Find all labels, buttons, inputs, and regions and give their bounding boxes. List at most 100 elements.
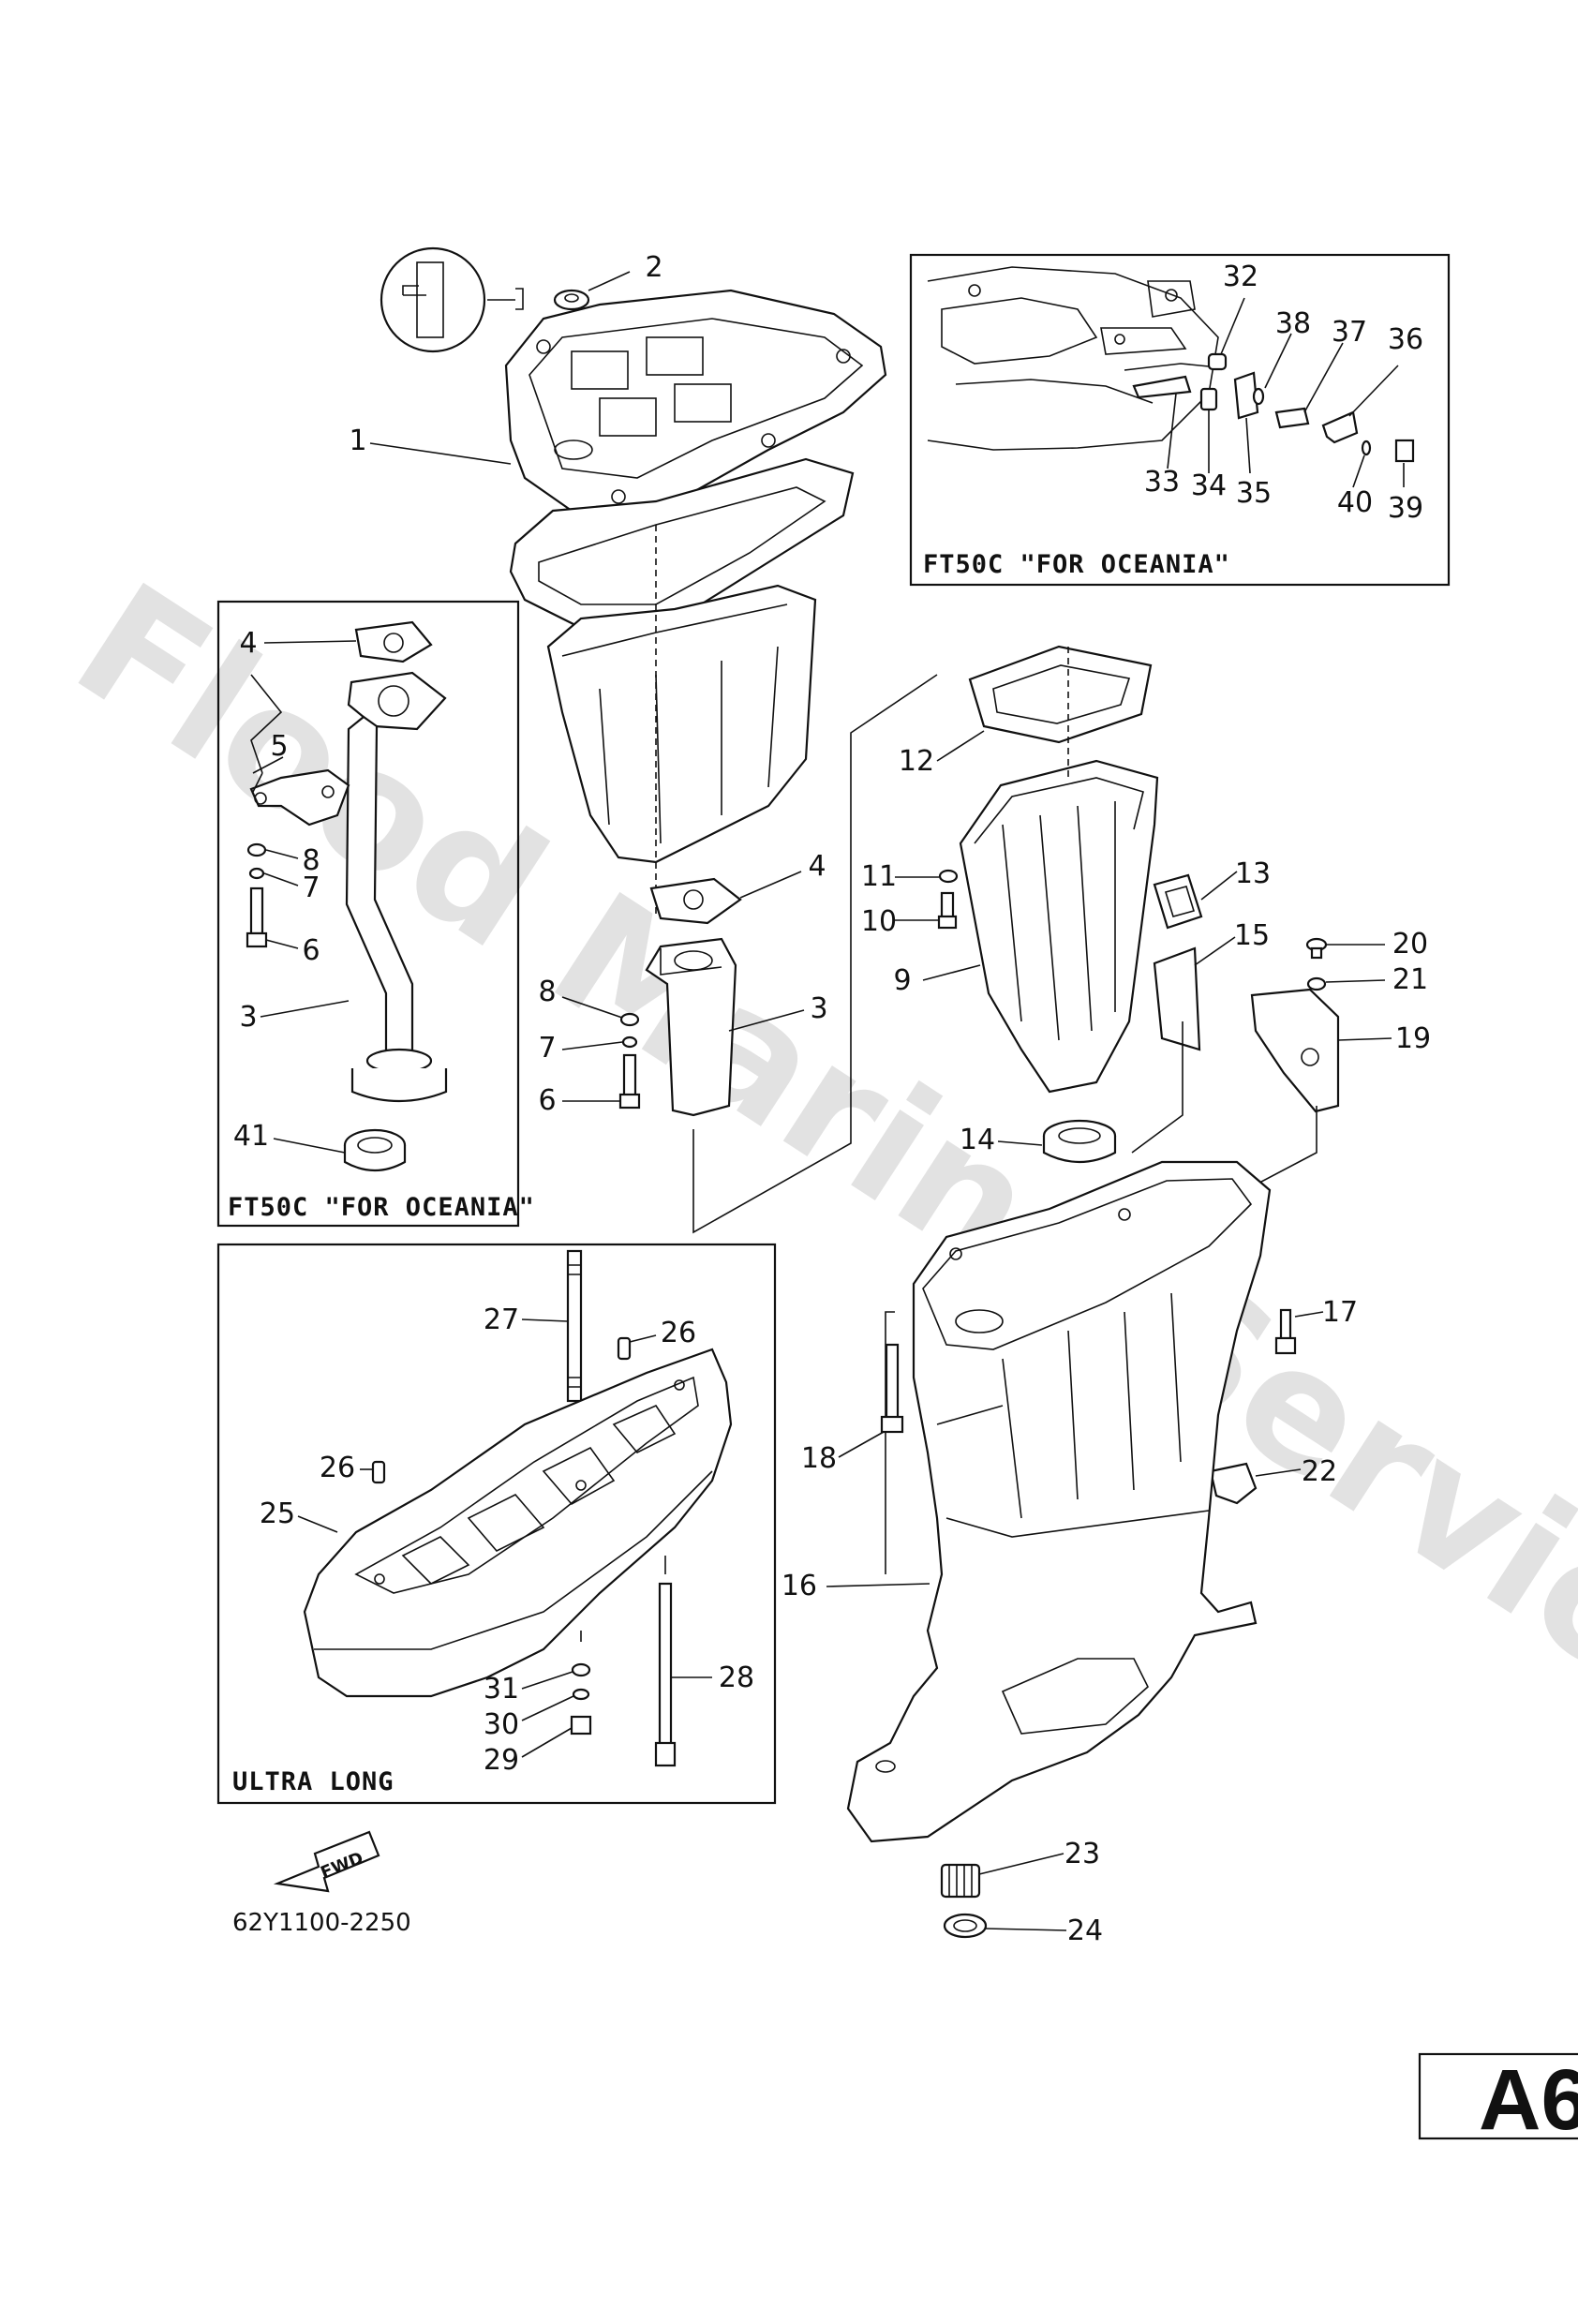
part-4-gasket-icon [354,620,433,663]
part-6-center-icon [622,1053,637,1099]
callout-41: 41 [233,1120,269,1153]
part-1-icon [504,289,887,522]
part-23-icon [940,1863,981,1899]
callout-32: 32 [1223,261,1258,293]
callout-36: 36 [1388,323,1423,356]
inset-box-ultra-long: 27 26 26 25 28 31 30 29 ULTR [216,1243,777,1805]
callout-5: 5 [270,730,288,763]
detail-circle-icon [380,246,486,353]
callout-24: 24 [1067,1914,1103,1947]
callout-20: 20 [1392,928,1428,961]
part-26-left-icon [371,1460,386,1484]
part-17-icon [1279,1308,1292,1342]
page-code: A6 [1479,2052,1578,2148]
inset-title-left: FT50C "FOR OCEANIA" [228,1193,535,1222]
callout-21: 21 [1392,963,1428,996]
exhaust-guide-assembly: 12 9 11 10 13 15 14 [861,645,1271,1164]
part-30-icon [572,1688,590,1701]
inset-box-left: 4 5 8 7 6 3 41 FT50C "FOR OCEANIA" [216,600,535,1228]
center-water-tube: 4 3 8 7 6 [538,674,938,1234]
part-11-icon [938,869,959,884]
callout-26-left: 26 [320,1452,355,1484]
part-6-bolt-icon [249,886,264,935]
part-27-icon [566,1249,583,1403]
callout-13: 13 [1235,857,1271,890]
callout-7-left: 7 [302,872,320,904]
callout-37: 37 [1332,316,1367,349]
part-15-icon [1153,946,1201,1051]
part-31-icon [571,1662,591,1677]
part-21-icon [1306,976,1327,991]
part-18-icon [885,1343,900,1422]
inset-title-ultra-long: ULTRA LONG [232,1767,394,1796]
callout-8-left: 8 [302,844,320,877]
callout-23: 23 [1064,1838,1100,1870]
fwd-arrow-icon: FWD [273,1830,380,1893]
callout-31: 31 [484,1673,519,1706]
part-38-icon [1252,387,1265,406]
callout-1: 1 [349,425,366,457]
callout-28: 28 [719,1661,754,1694]
callout-4-left: 4 [239,627,257,660]
callout-17: 17 [1322,1296,1358,1329]
part-2-icon [553,289,590,311]
page-code-box: A6 [1418,2052,1578,2148]
part-5-icon [249,768,350,827]
callout-38: 38 [1275,307,1311,340]
callout-35: 35 [1236,477,1272,510]
callout-18: 18 [801,1442,837,1475]
part-36-icon [1321,410,1359,444]
upper-case-assembly: 2 1 [349,246,887,918]
part-40-icon [1361,439,1372,456]
callout-40: 40 [1337,486,1373,519]
inset-box-top-right: 32 38 37 36 33 34 35 40 39 FT50C "FOR OC… [909,253,1451,587]
callout-9: 9 [893,964,911,997]
callout-3-left: 3 [239,1001,257,1034]
callout-14: 14 [960,1124,995,1156]
callout-39: 39 [1388,492,1423,525]
part-32-icon [1207,352,1228,371]
callout-11: 11 [861,860,897,893]
callout-29: 29 [484,1744,519,1777]
part-4-center-icon [649,877,742,925]
part-16-icon [846,1160,1272,1843]
callout-16: 16 [782,1570,817,1602]
rear-bracket-parts: 19 20 21 22 [1209,928,1431,1505]
callout-19: 19 [1395,1022,1431,1055]
part-22-icon [1209,1462,1258,1505]
oil-pan-icon [546,584,817,864]
part-7-center-icon [621,1035,638,1049]
part-8-icon [246,842,267,857]
callout-7-center: 7 [538,1032,556,1065]
part-12-gasket-icon [968,645,1153,744]
part-9-icon [959,759,1159,1094]
callout-3-center: 3 [810,992,827,1025]
callout-6-left: 6 [302,934,320,967]
callout-22: 22 [1302,1455,1337,1488]
callout-27: 27 [484,1304,519,1336]
callout-25: 25 [260,1497,295,1530]
part-37-icon [1274,407,1310,429]
part-29-icon [570,1715,592,1736]
callout-12: 12 [899,745,934,778]
part-8-center-icon [619,1012,640,1027]
diagram-ref: 62Y1100-2250 [232,1909,411,1937]
part-19-icon [1250,988,1340,1113]
callout-34: 34 [1191,469,1227,502]
callout-10: 10 [861,905,897,938]
callout-30: 30 [484,1708,519,1741]
part-3-center-icon [645,937,737,1117]
part-13-icon [1153,873,1203,930]
part-34-icon [1199,387,1218,411]
callout-15: 15 [1234,919,1270,952]
callout-2: 2 [645,251,662,284]
callout-33: 33 [1144,466,1180,499]
inset-title-top-right: FT50C "FOR OCEANIA" [923,550,1230,579]
part-26-right-icon [617,1336,632,1361]
callout-26-right: 26 [661,1317,696,1349]
part-28-icon [658,1582,673,1750]
part-7-icon [248,867,265,880]
upper-casing-assembly: 16 17 18 23 24 [782,1160,1358,1947]
part-39-icon [1394,439,1415,463]
